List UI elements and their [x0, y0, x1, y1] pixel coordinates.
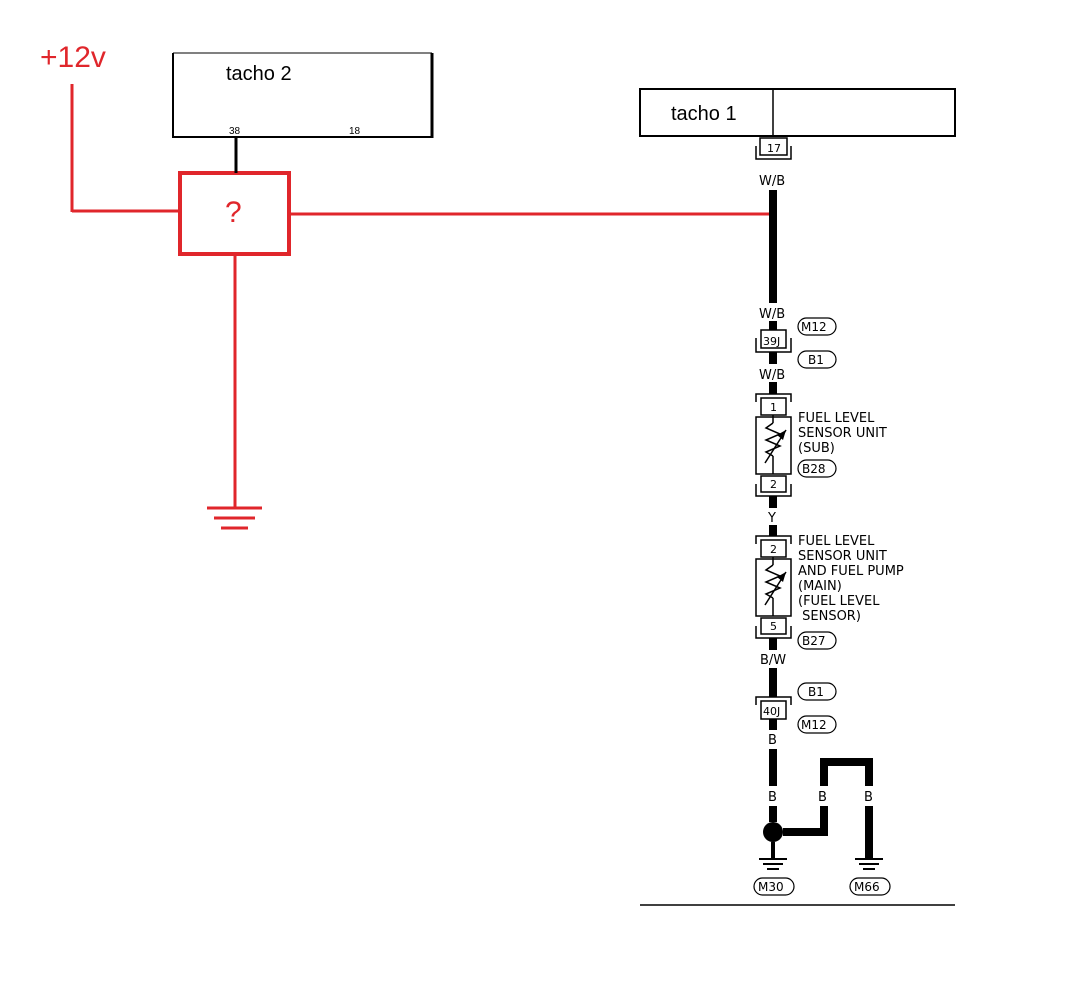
sensor-main-pin-5: 5 — [770, 620, 777, 633]
connector-17-label: 17 — [767, 142, 781, 155]
wire-label-b-2: B — [768, 790, 777, 805]
sensor-sub-label-line: FUEL LEVEL — [798, 411, 875, 426]
pill-m12-bottom-label: M12 — [801, 718, 827, 732]
sensor-sub-pin-1: 1 — [770, 401, 777, 414]
wire-label-wb-3: W/B — [759, 368, 785, 383]
wire-label-bw: B/W — [760, 653, 786, 668]
wire-b-branch-lower — [783, 806, 828, 836]
pill-b1-top-label: B1 — [808, 353, 824, 367]
connector-39j-label: 39J — [763, 335, 780, 348]
sensor-main-label-line: (MAIN) — [798, 579, 842, 594]
sensor-main-label-line: FUEL LEVEL — [798, 534, 875, 549]
pill-b28 — [797, 459, 837, 478]
pill-m66 — [849, 877, 891, 896]
sensor-main-label-line: (FUEL LEVEL — [798, 594, 880, 609]
wire-label-b-1: B — [768, 733, 777, 748]
wire-b-branch-upper — [820, 758, 873, 786]
wire-label-b-3: B — [818, 790, 827, 805]
splice-dot — [763, 822, 783, 842]
pill-b27-label: B27 — [802, 634, 826, 648]
pill-b1-top — [797, 350, 837, 369]
connector-40j — [755, 696, 792, 720]
pill-b27 — [797, 631, 837, 650]
wire-label-y: Y — [767, 511, 776, 526]
tacho1-title: tacho 1 — [671, 103, 737, 125]
tacho2-pin-38: 38 — [229, 126, 241, 137]
pill-m12-top — [797, 317, 837, 336]
sensor-main-label-line: SENSOR) — [798, 609, 861, 624]
ground-icon-m30 — [759, 858, 787, 870]
pill-b1-bottom — [797, 682, 837, 701]
pill-m12-top-label: M12 — [801, 320, 827, 334]
sensor-sub-unit — [755, 393, 792, 497]
sensor-sub-label-line: SENSOR UNIT — [798, 426, 887, 441]
ground-icon-m66 — [855, 858, 883, 870]
sensor-sub-label: FUEL LEVEL SENSOR UNIT (SUB) — [798, 411, 887, 456]
pill-b28-label: B28 — [802, 462, 826, 476]
wire-label-wb-2: W/B — [759, 307, 785, 322]
tacho2-pin-18: 18 — [349, 126, 361, 137]
supply-label: +12v — [40, 41, 106, 74]
pill-m30-label: M30 — [758, 880, 784, 894]
tacho2-box — [172, 52, 434, 138]
pill-m12-bottom — [797, 715, 837, 734]
sensor-main-label: FUEL LEVEL SENSOR UNIT AND FUEL PUMP (MA… — [798, 534, 904, 624]
sensor-main-label-line: SENSOR UNIT — [798, 549, 887, 564]
sensor-main-pin-2: 2 — [770, 543, 777, 556]
red-ground-icon — [207, 506, 262, 530]
sensor-main-unit — [755, 535, 792, 639]
connector-17 — [755, 137, 792, 160]
pill-m30 — [753, 877, 795, 896]
connector-40j-label: 40J — [763, 705, 780, 718]
sensor-sub-label-line: (SUB) — [798, 441, 835, 456]
sensor-sub-pin-2: 2 — [770, 478, 777, 491]
pill-b1-bottom-label: B1 — [808, 685, 824, 699]
sensor-main-label-line: AND FUEL PUMP — [798, 564, 904, 579]
tacho2-title: tacho 2 — [226, 63, 292, 85]
tacho1-box — [639, 88, 956, 137]
pill-m66-label: M66 — [854, 880, 880, 894]
wire-label-wb-1: W/B — [759, 174, 785, 189]
unknown-box-label: ? — [225, 196, 242, 229]
wire-label-b-4: B — [864, 790, 873, 805]
